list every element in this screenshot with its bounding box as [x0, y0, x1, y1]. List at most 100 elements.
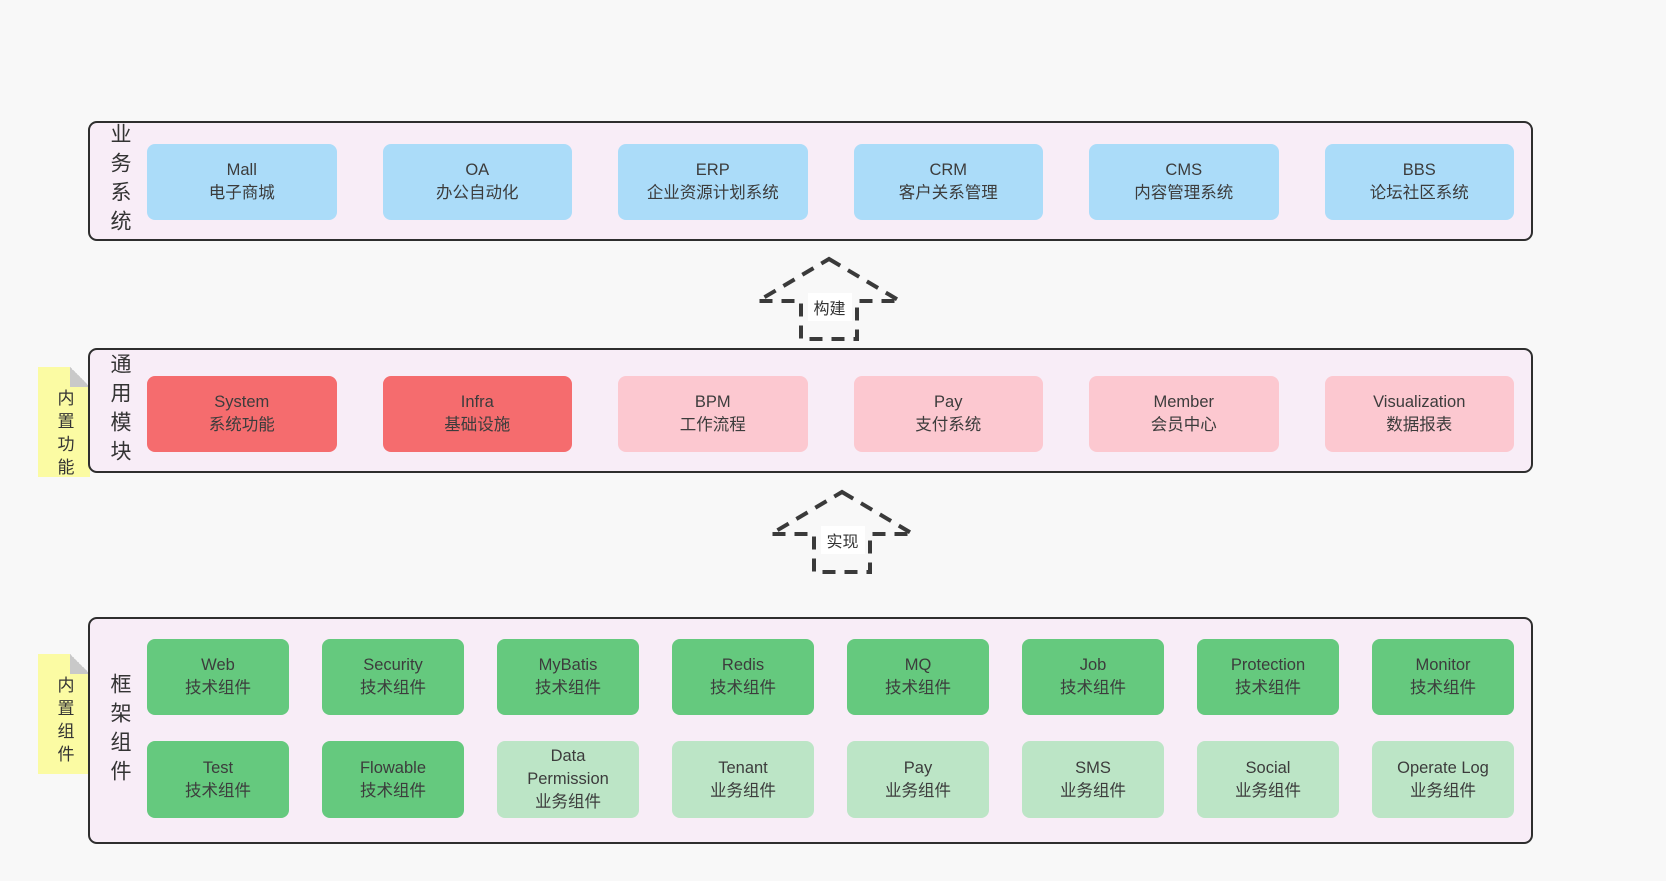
arrow-implement-label: 实现 [820, 526, 865, 554]
box-subtitle: 业务组件 [885, 781, 951, 800]
box-subtitle: 业务组件 [710, 781, 776, 800]
box-subtitle: 数据报表 [1386, 416, 1453, 434]
box-title: SMS [1075, 758, 1111, 777]
box-title: Social [1245, 758, 1291, 777]
box-title: Monitor [1415, 656, 1471, 674]
box-pay-biz: Pay 业务组件 [847, 741, 989, 818]
box-title: Data Permission [527, 747, 609, 788]
box-subtitle: 业务组件 [1235, 781, 1301, 800]
box-title: ERP [695, 161, 730, 179]
box-title: Mall [226, 161, 257, 179]
box-title: Job [1079, 656, 1107, 674]
box-title: Operate Log [1397, 758, 1489, 777]
box-security: Security 技术组件 [322, 639, 464, 715]
box-title: CRM [929, 161, 968, 179]
box-subtitle: 技术组件 [885, 679, 951, 697]
box-subtitle: 业务组件 [1410, 781, 1476, 800]
sticky-note-built-in-components: 内置组件 [38, 654, 90, 774]
arrow-build-label: 构建 [807, 293, 852, 321]
box-title: Web [201, 656, 235, 674]
layer-common-modules: 通用模块 System 系统功能 Infra 基础设施 BPM 工作流程 Pay… [88, 348, 1533, 473]
box-subtitle: 技术组件 [1235, 679, 1301, 697]
sticky-note-label: 内置组件 [54, 676, 74, 768]
box-title: BBS [1402, 161, 1436, 179]
box-sms: SMS 业务组件 [1022, 741, 1164, 818]
box-test: Test 技术组件 [147, 741, 289, 818]
box-bpm: BPM 工作流程 [618, 376, 808, 452]
box-title: System [214, 393, 270, 411]
box-redis: Redis 技术组件 [672, 639, 814, 715]
arrow-build: 构建 [747, 255, 912, 343]
box-subtitle: 系统功能 [208, 416, 275, 434]
box-system: System 系统功能 [147, 376, 337, 452]
box-oa: OA 办公自动化 [382, 144, 572, 220]
box-job: Job 技术组件 [1022, 639, 1164, 715]
box-cms: CMS 内容管理系统 [1089, 144, 1279, 220]
layer-label-framework-components: 框架组件 [108, 672, 131, 789]
framework-components-row-2: Test 技术组件 Flowable 技术组件 Data Permission … [147, 741, 1514, 818]
box-subtitle: 论坛社区系统 [1369, 184, 1469, 202]
layer-framework-components: 框架组件 Web 技术组件 Security 技术组件 MyBatis 技术组件… [88, 617, 1533, 844]
box-title: Redis [721, 656, 765, 674]
box-title: Member [1153, 393, 1214, 411]
box-mybatis: MyBatis 技术组件 [497, 639, 639, 715]
box-data-permission: Data Permission 业务组件 [497, 741, 639, 818]
box-title: Visualization [1373, 393, 1466, 411]
box-title: Pay [903, 758, 933, 777]
box-flowable: Flowable 技术组件 [322, 741, 464, 818]
box-mq: MQ 技术组件 [847, 639, 989, 715]
box-tenant: Tenant 业务组件 [672, 741, 814, 818]
box-subtitle: 技术组件 [710, 679, 776, 697]
box-title: CMS [1165, 161, 1203, 179]
common-modules-row: System 系统功能 Infra 基础设施 BPM 工作流程 Pay 支付系统… [147, 376, 1514, 452]
box-subtitle: 内容管理系统 [1134, 184, 1234, 202]
box-title: Pay [934, 393, 963, 411]
box-visualization: Visualization 数据报表 [1324, 376, 1514, 452]
box-subtitle: 工作流程 [679, 416, 746, 434]
box-subtitle: 基础设施 [444, 416, 511, 434]
box-crm: CRM 客户关系管理 [853, 144, 1043, 220]
box-subtitle: 客户关系管理 [898, 184, 998, 202]
box-erp: ERP 企业资源计划系统 [618, 144, 808, 220]
box-title: MQ [904, 656, 932, 674]
sticky-note-label: 内置功能 [54, 389, 74, 481]
box-title: Tenant [718, 758, 768, 777]
box-bbs: BBS 论坛社区系统 [1324, 144, 1514, 220]
arrow-implement: 实现 [760, 488, 925, 576]
box-subtitle: 电子商城 [208, 184, 275, 202]
box-subtitle: 技术组件 [185, 781, 251, 800]
box-subtitle: 业务组件 [535, 793, 601, 811]
box-title: Infra [460, 393, 494, 411]
box-title: Security [363, 656, 423, 674]
layer-label-common-modules: 通用模块 [108, 352, 131, 469]
box-subtitle: 技术组件 [1060, 679, 1126, 697]
layer-business-systems: 业务系统 Mall 电子商城 OA 办公自动化 ERP 企业资源计划系统 CRM… [88, 121, 1533, 241]
dashed-up-arrow-icon [763, 489, 921, 574]
box-infra: Infra 基础设施 [382, 376, 572, 452]
box-protection: Protection 技术组件 [1197, 639, 1339, 715]
box-subtitle: 业务组件 [1060, 781, 1126, 800]
box-mall: Mall 电子商城 [147, 144, 337, 220]
box-operate-log: Operate Log 业务组件 [1372, 741, 1514, 818]
box-subtitle: 技术组件 [1410, 679, 1476, 697]
box-title: Flowable [359, 758, 427, 777]
box-pay: Pay 支付系统 [853, 376, 1043, 452]
box-monitor: Monitor 技术组件 [1372, 639, 1514, 715]
layer-label-business-systems: 业务系统 [108, 123, 131, 239]
box-subtitle: 技术组件 [360, 679, 426, 697]
box-social: Social 业务组件 [1197, 741, 1339, 818]
box-title: MyBatis [538, 656, 598, 674]
box-subtitle: 会员中心 [1150, 416, 1217, 434]
box-subtitle: 支付系统 [915, 416, 982, 434]
box-title: OA [465, 161, 490, 179]
box-title: BPM [694, 393, 731, 411]
box-title: Test [202, 758, 234, 777]
sticky-note-built-in-features: 内置功能 [38, 367, 90, 481]
business-systems-row: Mall 电子商城 OA 办公自动化 ERP 企业资源计划系统 CRM 客户关系… [147, 144, 1514, 220]
box-subtitle: 技术组件 [360, 781, 426, 800]
dashed-up-arrow-icon [750, 256, 908, 341]
box-subtitle: 技术组件 [535, 679, 601, 697]
box-subtitle: 企业资源计划系统 [646, 184, 779, 202]
box-subtitle: 办公自动化 [436, 184, 519, 202]
box-title: Protection [1230, 656, 1306, 674]
